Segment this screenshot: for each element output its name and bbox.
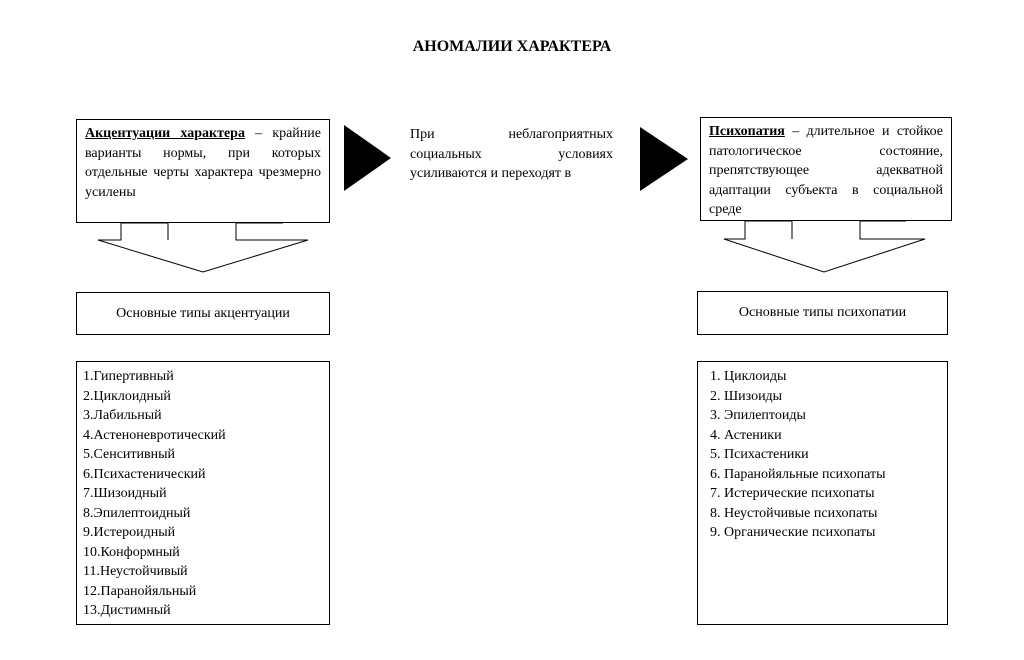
accentuation-types-header: Основные типы акцентуации: [76, 292, 330, 335]
list-item: 1.Гипертивный: [83, 369, 174, 384]
list-item: 2. Шизоиды: [710, 388, 783, 404]
list-item: 2.Циклоидный: [83, 388, 171, 404]
psychopathy-definition: – длительное и стойкое патологическое со…: [709, 124, 943, 217]
list-item: 3. Эпилептоиды: [710, 408, 806, 423]
list-item: 4. Астеники: [710, 427, 782, 443]
down-arrow-left-outline: [97, 222, 309, 273]
psychopathy-definition-box: Психопатия – длительное и стойкое патоло…: [700, 117, 952, 221]
psychopathy-term: Психопатия: [709, 124, 785, 139]
list-item: 9.Истероидный: [83, 525, 176, 540]
accentuation-types-list: 1.Гипертивный 2.Циклоидный 3.Лабильный 4…: [83, 367, 323, 621]
list-item: 5. Психастеники: [710, 447, 809, 462]
accentuation-types-header-label: Основные типы акцентуации: [116, 305, 290, 321]
psychopathy-types-header: Основные типы психопатии: [697, 291, 948, 335]
list-item: 8. Неустойчивые психопаты: [710, 505, 878, 521]
accentuation-definition: – крайние варианты нормы, при которых от…: [85, 126, 321, 200]
psychopathy-types-header-label: Основные типы психопатии: [738, 305, 907, 321]
list-item: 7. Истерические психопаты: [710, 486, 875, 501]
psychopathy-types-list: 1. Циклоиды 2. Шизоиды 3. Эпилептоиды 4.…: [710, 367, 941, 543]
list-item: 3.Лабильный: [83, 408, 162, 423]
right-arrow-left-icon: [344, 125, 391, 191]
page-title: АНОМАЛИИ ХАРАКТЕРА: [412, 38, 612, 55]
accentuation-term: Акцентуации характера: [85, 126, 245, 141]
list-item: 9. Органические психопаты: [710, 525, 876, 540]
accentuation-definition-box: Акцентуации характера – крайние варианты…: [76, 119, 330, 223]
list-item: 1. Циклоиды: [710, 369, 787, 384]
transition-text: При неблагоприятных социальных условиях …: [410, 127, 613, 181]
list-item: 8.Эпилептоидный: [83, 505, 191, 521]
psychopathy-types-list-box: 1. Циклоиды 2. Шизоиды 3. Эпилептоиды 4.…: [697, 361, 948, 625]
list-item: 13.Дистимный: [83, 603, 171, 618]
list-item: 6. Паранойяльные психопаты: [710, 466, 886, 482]
list-item: 11.Неустойчивый: [83, 564, 188, 579]
list-item: 12.Паранойяльный: [83, 583, 197, 599]
list-item: 6.Психастенический: [83, 466, 206, 482]
list-item: 7.Шизоидный: [83, 486, 167, 501]
down-arrow-right-outline: [723, 220, 926, 273]
list-item: 5.Сенситивный: [83, 447, 176, 462]
list-item: 10.Конформный: [83, 544, 180, 560]
accentuation-types-list-box: 1.Гипертивный 2.Циклоидный 3.Лабильный 4…: [76, 361, 330, 625]
list-item: 4.Астеноневротический: [83, 427, 226, 443]
right-arrow-right-icon: [640, 127, 688, 191]
